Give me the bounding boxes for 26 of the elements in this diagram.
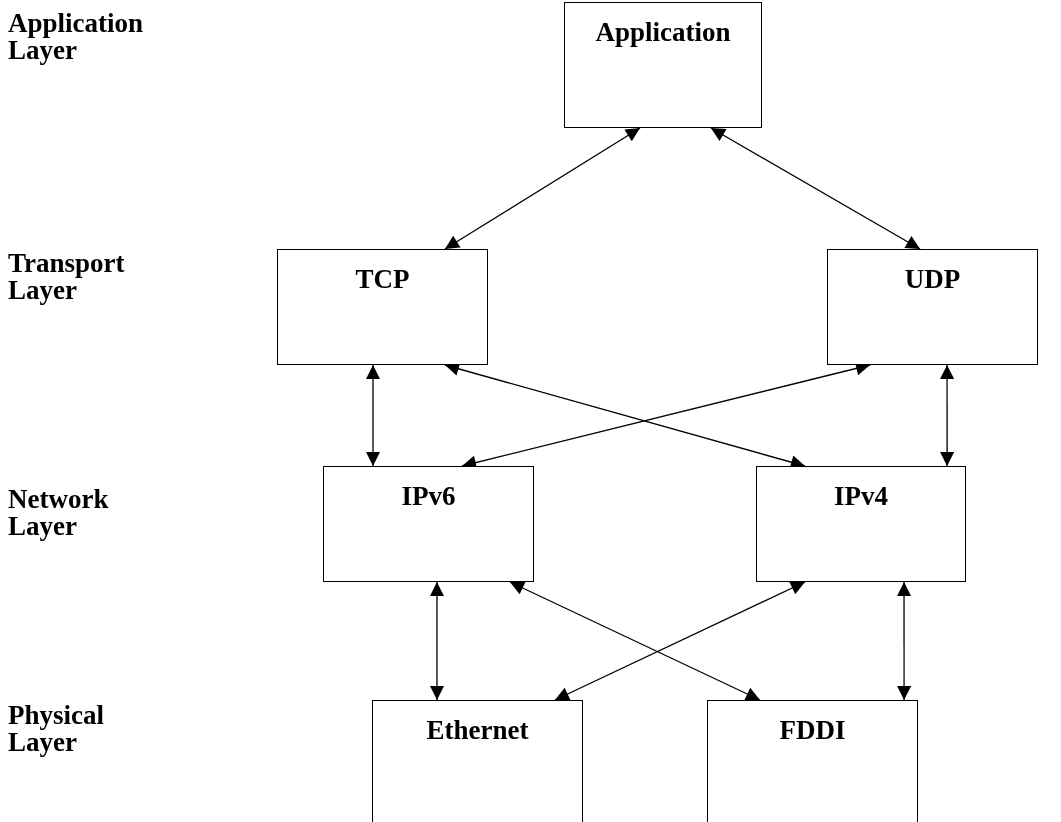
protocol-name: UDP [904, 264, 961, 295]
layer-label: Application Layer [8, 10, 145, 64]
layer-box [323, 466, 534, 582]
layer-box [756, 466, 966, 582]
protocol-name: FDDI [779, 715, 846, 746]
double-arrow [366, 364, 380, 467]
double-arrow [554, 581, 806, 701]
double-arrow [897, 581, 912, 701]
layer-box [372, 700, 583, 822]
protocol-name: Ethernet [426, 715, 529, 746]
layer-box [564, 2, 762, 128]
protocol-name: IPv6 [401, 481, 456, 512]
layer-label: Physical Layer [8, 702, 105, 756]
layer-label: Network Layer [8, 486, 110, 540]
double-arrow [509, 581, 761, 701]
double-arrow [710, 127, 921, 250]
layer-box [707, 700, 918, 822]
protocol-name: TCP [355, 264, 410, 295]
protocol-name: Application [595, 17, 731, 48]
protocol-name: IPv4 [834, 481, 888, 512]
double-arrow [940, 364, 955, 467]
double-arrow [444, 127, 641, 250]
layer-box [827, 249, 1038, 365]
double-arrow [429, 581, 444, 701]
layer-box [277, 249, 488, 365]
layer-label: Transport Layer [8, 250, 126, 304]
